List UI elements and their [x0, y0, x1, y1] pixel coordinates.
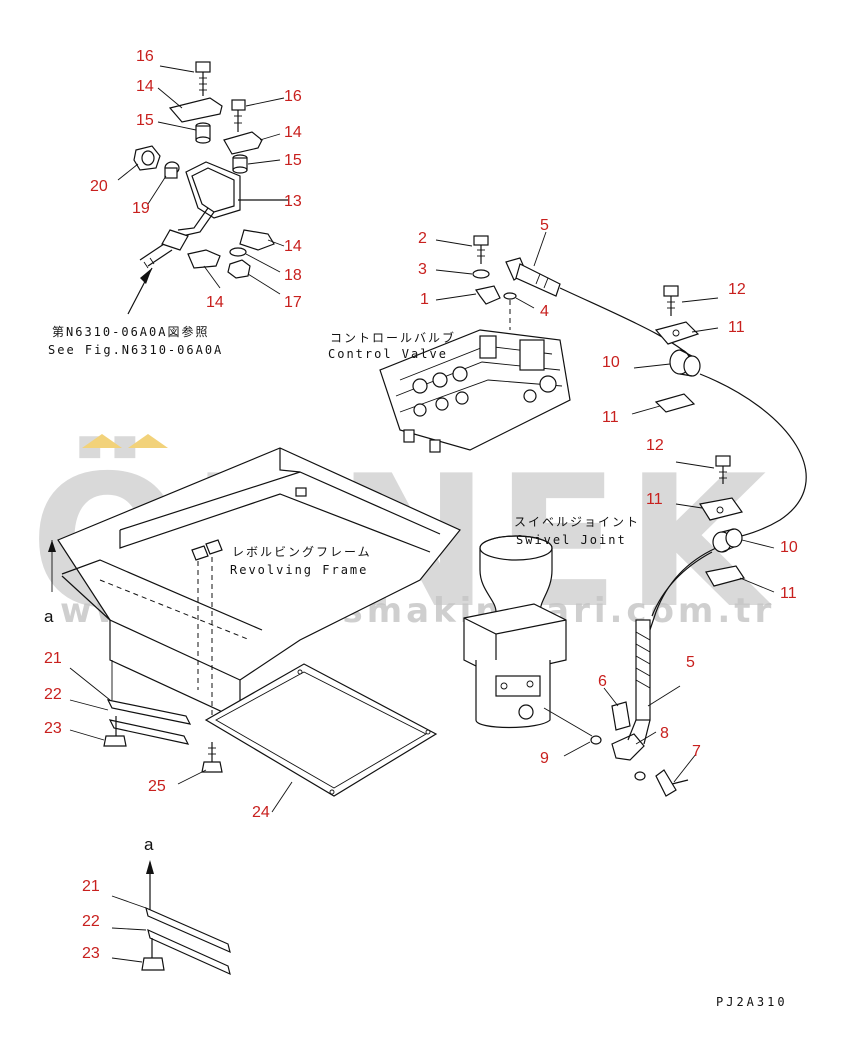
nut-17 — [227, 259, 251, 279]
part-number-6: 6 — [598, 673, 607, 690]
cover-plate-24 — [204, 663, 438, 797]
see-fig-label-en: See Fig.N6310-06A0A — [48, 343, 223, 357]
part-number-14-right: 14 — [284, 124, 302, 141]
drawing-code: PJ2A310 — [716, 995, 788, 1009]
part-number-7: 7 — [692, 743, 701, 760]
part-number-2: 2 — [418, 230, 427, 247]
part-number-3: 3 — [418, 261, 427, 278]
control-valve-label-jp: コントロールバルブ — [330, 330, 456, 345]
part-number-12-mid: 12 — [646, 437, 664, 454]
part-number-5-bottom: 5 — [686, 654, 695, 671]
control-valve-body — [379, 329, 571, 453]
part-number-11-d: 11 — [780, 585, 797, 602]
part-number-22: 22 — [44, 686, 62, 703]
tube-loop-13 — [177, 161, 288, 237]
part-number-23-detail: 23 — [82, 945, 100, 962]
part-number-10-mid: 10 — [780, 539, 798, 556]
leader-lines-frame — [69, 667, 293, 813]
part-number-11-a: 11 — [728, 319, 745, 336]
swivel-joint — [463, 535, 567, 729]
clamp-half-14-right — [223, 131, 263, 155]
bolt-16-right — [231, 99, 246, 132]
revolving-frame-label-jp: レボルビングフレーム — [232, 545, 372, 559]
part-number-17: 17 — [284, 294, 302, 311]
swivel-joint-label-jp: スイベルジョイント — [514, 515, 640, 529]
part-number-23: 23 — [44, 720, 62, 737]
part-number-5-top: 5 — [540, 217, 549, 234]
part-number-18: 18 — [284, 267, 302, 284]
watermark-accent-right — [128, 434, 168, 448]
part-number-21: 21 — [44, 650, 62, 667]
view-a-label-top: a — [44, 607, 54, 626]
part-number-4: 4 — [540, 303, 549, 320]
bolt-25 — [201, 742, 223, 773]
clamp-half-14-top — [168, 97, 223, 123]
revolving-frame — [48, 447, 461, 721]
part-number-12-top: 12 — [728, 281, 746, 298]
part-number-19: 19 — [132, 200, 150, 217]
clamp-set-mid-right — [699, 455, 745, 587]
bolt-16-top — [195, 61, 211, 96]
fitting-20 — [133, 145, 161, 171]
text-labels: 第N6310-06A0A図参照 See Fig.N6310-06A0A コントロ… — [44, 324, 788, 1009]
washer-18 — [229, 247, 247, 257]
detail-view-a — [111, 860, 231, 976]
clamp-assembly — [127, 61, 288, 315]
part-number-9: 9 — [540, 750, 549, 767]
part-number-14-top: 14 — [136, 78, 154, 95]
strap-assembly-main — [103, 660, 192, 747]
view-a-label-detail: a — [144, 835, 154, 854]
swivel-joint-label-en: Swivel Joint — [516, 533, 627, 547]
leader-lines-right — [631, 297, 775, 593]
part-number-25: 25 — [148, 778, 166, 795]
part-number-13: 13 — [284, 193, 302, 210]
part-number-22-detail: 22 — [82, 913, 100, 930]
clamp-half-14-mid — [239, 229, 275, 251]
revolving-frame-label-en: Revolving Frame — [230, 563, 368, 577]
clamp-set-top-right — [654, 285, 701, 413]
part-number-1: 1 — [420, 291, 429, 308]
part-number-16-right: 16 — [284, 88, 302, 105]
part-number-16-top: 16 — [136, 48, 154, 65]
swivel-fittings — [543, 619, 689, 797]
control-valve-parts — [472, 235, 561, 330]
part-number-14-bottom: 14 — [206, 294, 224, 311]
hose-see-fig — [139, 229, 189, 269]
see-fig-label-jp: 第N6310-06A0A図参照 — [52, 324, 209, 339]
part-numbers: 16 14 16 15 14 15 20 19 13 14 18 14 17 2… — [44, 48, 798, 962]
control-valve-label-en: Control Valve — [328, 347, 448, 361]
part-number-24: 24 — [252, 804, 270, 821]
part-number-10-top: 10 — [602, 354, 620, 371]
part-number-20: 20 — [90, 178, 108, 195]
clamp-half-14-bottom — [187, 249, 221, 269]
part-number-15-left: 15 — [136, 112, 154, 129]
leader-lines-swivel — [563, 685, 697, 783]
plug-19 — [164, 161, 180, 179]
part-number-21-detail: 21 — [82, 878, 100, 895]
part-number-8: 8 — [660, 725, 669, 742]
spacer-15-right — [232, 154, 248, 174]
part-number-14-mid: 14 — [284, 238, 302, 255]
leader-lines-clamp — [117, 65, 285, 295]
part-number-11-c: 11 — [646, 491, 663, 508]
part-number-15-right: 15 — [284, 152, 302, 169]
plug-9 — [590, 735, 602, 745]
leader-lines-valve — [435, 231, 547, 309]
part-number-11-b: 11 — [602, 409, 619, 426]
watermark-accent-left — [82, 434, 122, 448]
see-fig-arrowhead — [140, 268, 152, 284]
spacer-15-left — [195, 122, 211, 144]
